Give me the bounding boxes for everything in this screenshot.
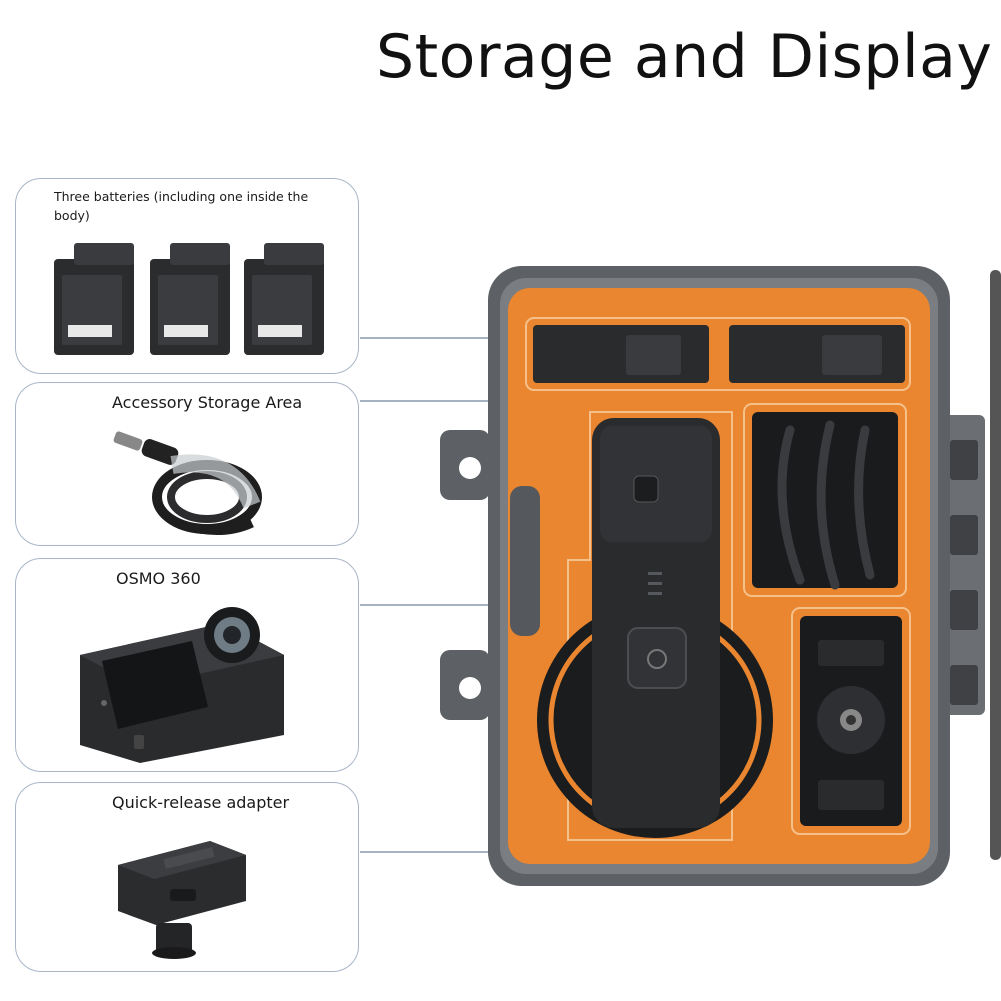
adapter-icon <box>118 841 246 959</box>
card-accessory-storage: Accessory Storage Area <box>15 382 359 546</box>
page-title: Storage and Display <box>376 22 993 92</box>
case-latches <box>440 270 1001 860</box>
battery-icon <box>54 243 324 355</box>
card-label-adapter: Quick-release adapter <box>112 793 290 812</box>
camera-icon <box>80 607 284 763</box>
card-label-accessory: Accessory Storage Area <box>112 393 303 412</box>
card-label-camera: OSMO 360 <box>116 569 201 588</box>
card-quick-release-adapter: Quick-release adapter <box>15 782 359 972</box>
cable-icon <box>113 431 262 536</box>
card-batteries: Three batteries (including one inside th… <box>15 178 359 374</box>
card-label-batteries: Three batteries (including one inside th… <box>54 189 309 223</box>
stored-batteries <box>533 325 905 383</box>
card-osmo-360: OSMO 360 <box>15 558 359 772</box>
